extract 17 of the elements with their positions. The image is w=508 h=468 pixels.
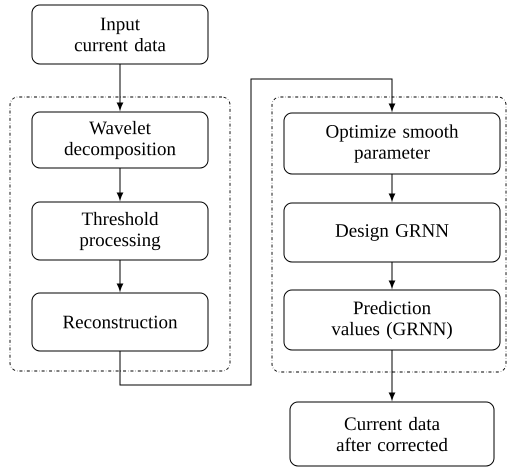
arrow bbox=[116, 64, 124, 110]
process-box: Input current data bbox=[32, 4, 208, 64]
process-box: Optimize smooth parameter bbox=[284, 112, 500, 174]
process-box: Current data after corrected bbox=[290, 402, 494, 466]
arrow bbox=[116, 260, 124, 291]
process-box: Design GRNN bbox=[284, 202, 500, 262]
process-box: Prediction values (GRNN) bbox=[284, 290, 500, 350]
process-box: Wavelet decomposition bbox=[32, 112, 208, 168]
arrow bbox=[120, 78, 396, 386]
arrow bbox=[388, 174, 396, 201]
process-box: Reconstruction bbox=[32, 292, 208, 352]
arrow bbox=[388, 262, 396, 288]
arrow bbox=[116, 168, 124, 200]
dashed-group-box bbox=[272, 96, 506, 372]
process-box: Threshold processing bbox=[32, 202, 208, 260]
dashed-group-box bbox=[10, 96, 230, 372]
arrow bbox=[388, 350, 396, 400]
